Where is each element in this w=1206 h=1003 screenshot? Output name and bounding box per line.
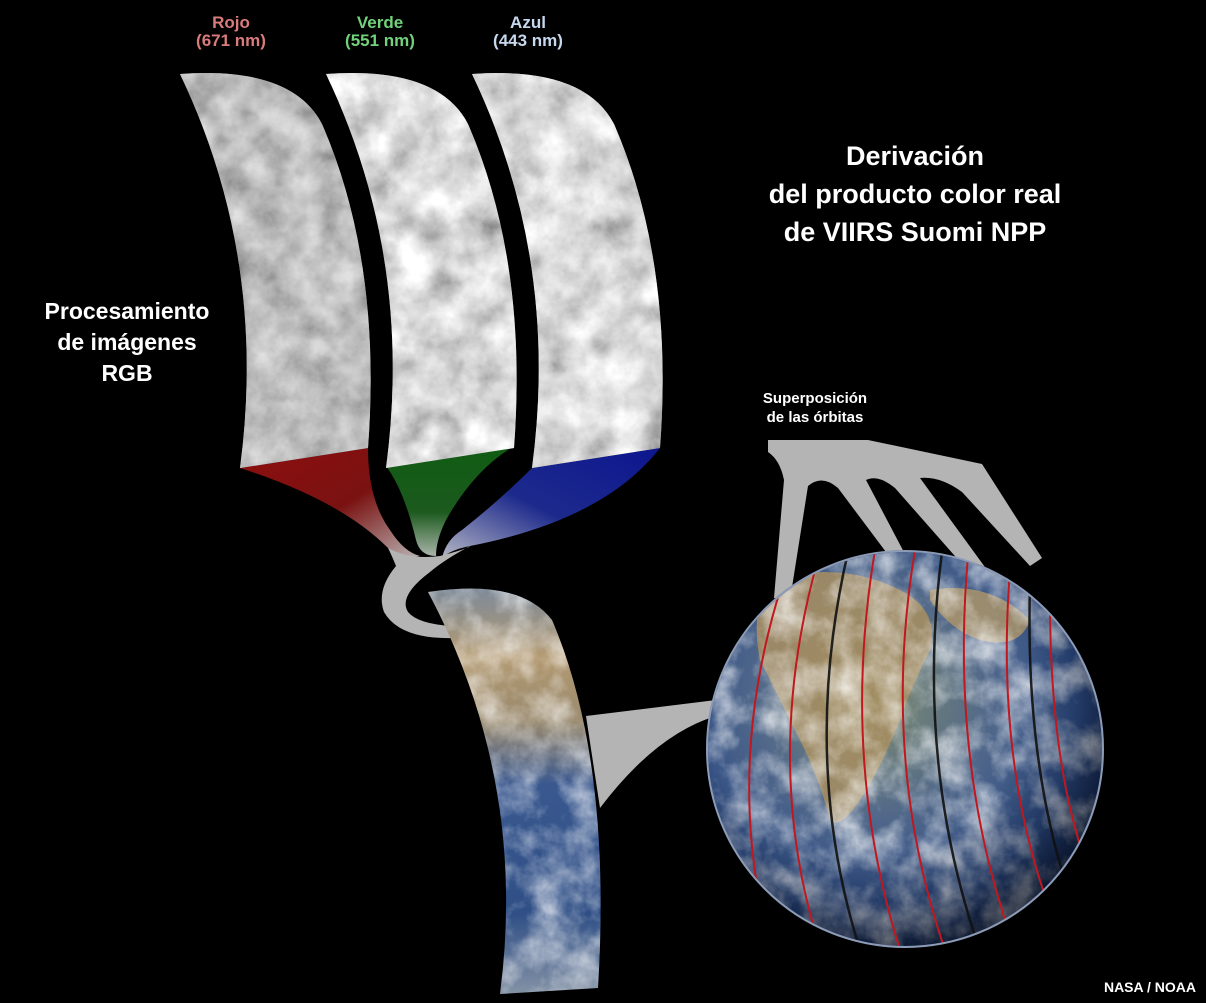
band-label-blue: Azul (443 nm) xyxy=(458,14,598,50)
title-line-2: del producto color real xyxy=(700,176,1130,214)
overlap-line-1: Superposición xyxy=(720,390,910,409)
rgb-line-1: Procesamiento xyxy=(12,296,242,327)
orbit-overlap-label: Superposición de las órbitas xyxy=(720,390,910,428)
rgb-line-2: de imágenes xyxy=(12,327,242,358)
band-name-red: Rojo xyxy=(161,14,301,32)
band-name-green: Verde xyxy=(310,14,450,32)
band-label-red: Rojo (671 nm) xyxy=(161,14,301,50)
title-line-1: Derivación xyxy=(700,138,1130,176)
earth-globe xyxy=(700,550,1120,970)
band-name-blue: Azul xyxy=(458,14,598,32)
diagram-title: Derivación del producto color real de VI… xyxy=(700,138,1130,251)
true-color-strip xyxy=(420,570,620,1000)
overlap-line-2: de las órbitas xyxy=(720,409,910,428)
band-wavelength-green: (551 nm) xyxy=(310,32,450,50)
band-label-green: Verde (551 nm) xyxy=(310,14,450,50)
band-wavelength-red: (671 nm) xyxy=(161,32,301,50)
band-wavelength-blue: (443 nm) xyxy=(458,32,598,50)
rgb-processing-label: Procesamiento de imágenes RGB xyxy=(12,296,242,389)
credit-label: NASA / NOAA xyxy=(1104,980,1196,995)
rgb-line-3: RGB xyxy=(12,358,242,389)
title-line-3: de VIIRS Suomi NPP xyxy=(700,214,1130,252)
